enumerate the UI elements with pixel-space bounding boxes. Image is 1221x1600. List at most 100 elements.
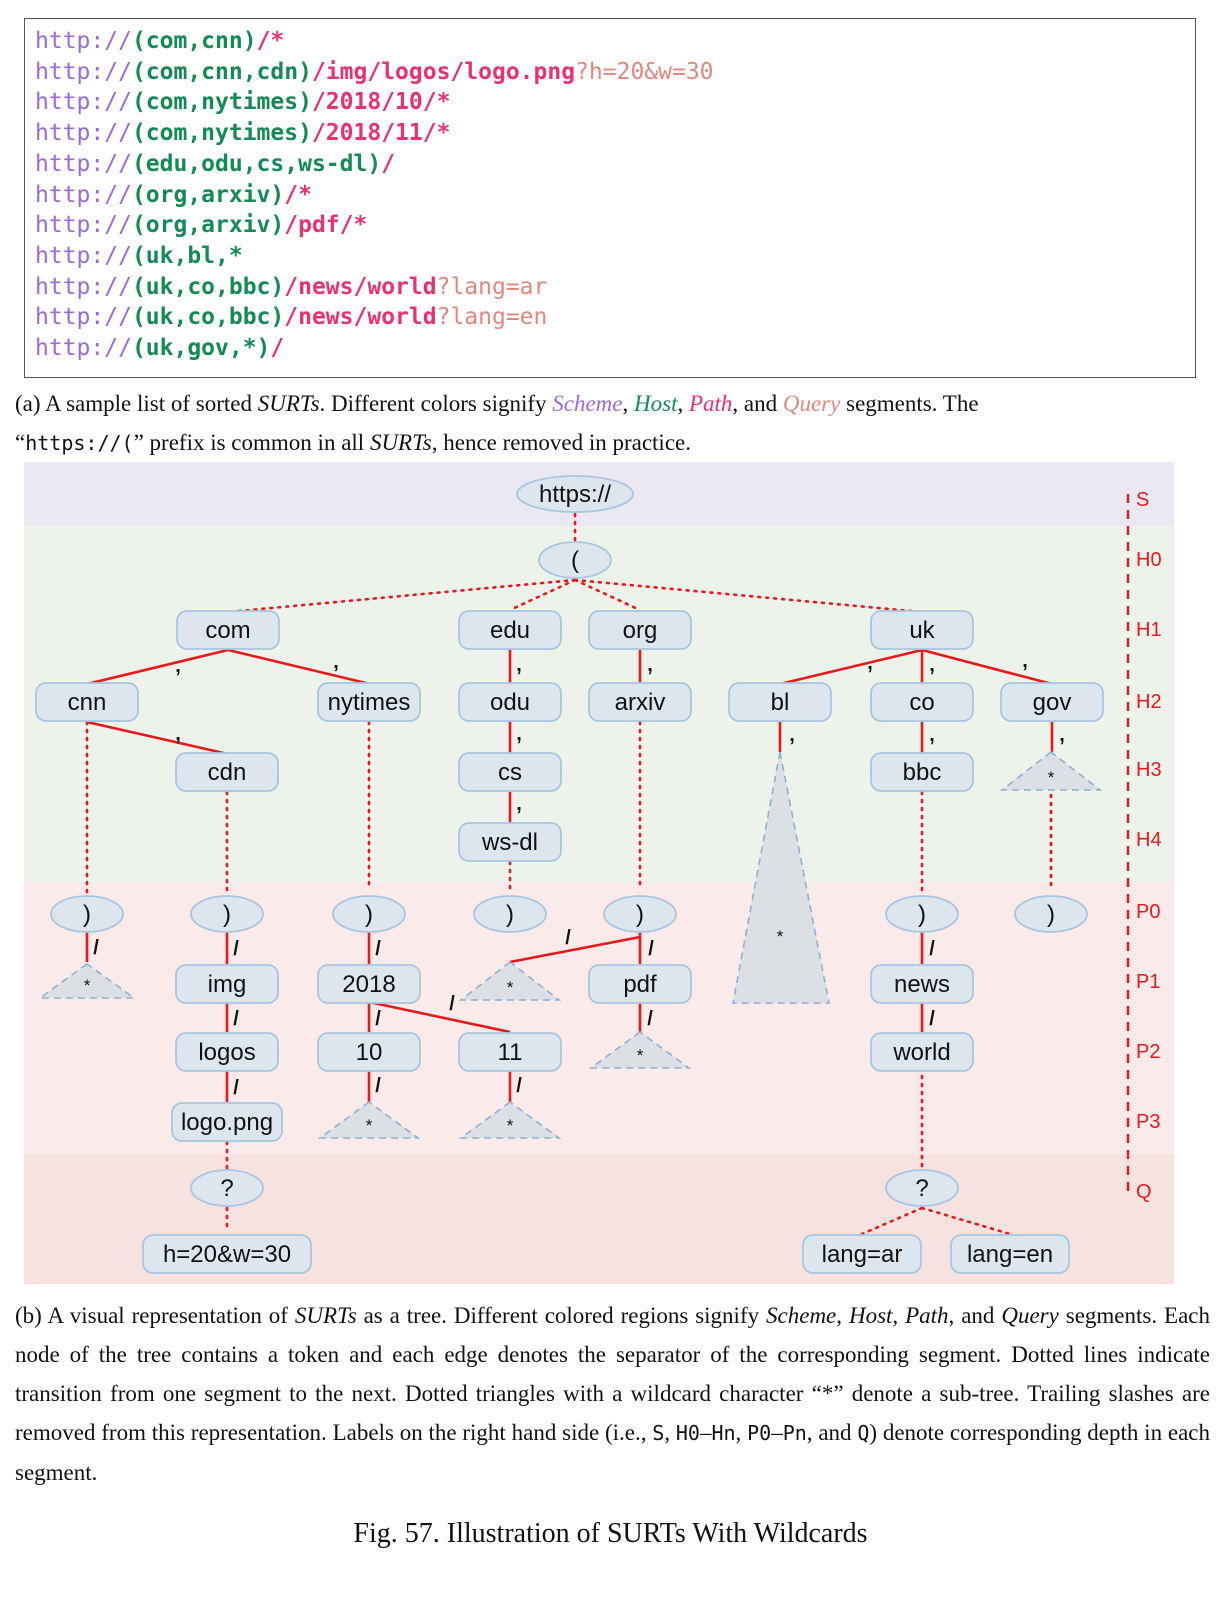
surt-segment-scheme: http://	[35, 150, 132, 177]
surt-line: http://(org,arxiv)/*	[35, 180, 312, 211]
path-logos-node	[175, 1032, 279, 1072]
surt-segment-query: ?lang=ar	[436, 273, 548, 300]
caption-b-text: , and	[806, 1420, 858, 1445]
host-bbc-node	[870, 752, 974, 792]
surt-tree-diagram: ,,,,,,,,,,,,,//////////////*******https:…	[24, 462, 1174, 1284]
host-nytimes-label: nytimes	[328, 689, 411, 716]
path-close-paren-label: )	[636, 901, 644, 928]
slash-separator: /	[648, 938, 654, 960]
caption-b-text: ,	[836, 1303, 849, 1328]
surt-line: http://(com,nytimes)/2018/11/*	[35, 118, 450, 149]
host-cdn-node	[175, 752, 279, 792]
host-uk-node	[870, 610, 974, 650]
host-gov-node	[1000, 682, 1104, 722]
caption-b-text: segments. Each node of the tree contains…	[15, 1303, 1210, 1445]
scheme-root-node	[516, 475, 634, 513]
wildcard-subtree-triangle	[317, 1101, 421, 1139]
path-close-paren-node	[603, 895, 677, 933]
caption-b-text: –	[699, 1420, 712, 1445]
host-cnn-label: cnn	[68, 689, 107, 716]
legend-path: Path	[688, 391, 733, 416]
depth-label-p1: P1	[1136, 971, 1160, 993]
host-ws-dl-label: ws-dl	[481, 829, 538, 856]
path-close-paren-label: )	[223, 901, 231, 928]
caption-b-mono: S	[652, 1421, 665, 1445]
path-news-node	[870, 964, 974, 1004]
surt-segment-scheme: http://	[35, 242, 132, 269]
path-world-node	[870, 1032, 974, 1072]
caption-b-mono: Q	[857, 1421, 870, 1445]
depth-label-s: S	[1136, 489, 1149, 511]
query-lang-en-label: lang=en	[967, 1241, 1053, 1268]
surt-segment-path: /img/logos/logo.png	[311, 58, 576, 85]
wildcard-subtree-triangle	[999, 750, 1103, 791]
path-2018-label: 2018	[342, 971, 395, 998]
edge	[779, 648, 923, 686]
caption-b-mono: Hn	[711, 1421, 736, 1445]
wildcard-subtree-triangle	[458, 1101, 562, 1139]
comma-separator: ,	[333, 651, 339, 673]
comma-separator: ,	[1059, 724, 1065, 746]
host-open-paren-label: (	[571, 547, 579, 574]
comma-separator: ,	[929, 654, 935, 676]
host-gov-label: gov	[1033, 689, 1072, 716]
path-close-paren-node	[50, 895, 124, 933]
wildcard-symbol: *	[777, 927, 784, 946]
host-uk-label: uk	[909, 617, 935, 644]
host-arxiv-label: arxiv	[615, 689, 666, 716]
surt-line: http://(edu,odu,cs,ws-dl)/	[35, 149, 395, 180]
slash-separator: /	[929, 1008, 935, 1030]
path-close-paren-node	[1014, 895, 1088, 933]
comma-separator: ,	[789, 724, 795, 746]
host-ws-dl-node	[458, 822, 562, 862]
host-odu-node	[458, 682, 562, 722]
path-11-label: 11	[498, 1039, 523, 1066]
query-question-mark-node	[885, 1169, 959, 1207]
surt-list-box: http://(com,cnn)/*http://(com,cnn,cdn)/i…	[24, 18, 1196, 378]
comma-separator: ,	[929, 724, 935, 746]
surt-segment-host: (org,arxiv)	[131, 212, 285, 239]
depth-label-p2: P2	[1136, 1041, 1160, 1063]
depth-label-q: Q	[1136, 1181, 1152, 1203]
surt-segment-path: /news/world	[284, 273, 437, 300]
wildcard-symbol: *	[637, 1046, 644, 1065]
path-img-label: img	[208, 971, 247, 998]
path-pdf-label: pdf	[623, 971, 657, 998]
comma-separator: ,	[867, 652, 873, 674]
host-co-node	[870, 682, 974, 722]
surt-segment-scheme: http://	[35, 212, 132, 239]
path-logos-label: logos	[198, 1039, 255, 1066]
path-close-paren-node	[885, 895, 959, 933]
host-bl-label: bl	[771, 689, 790, 716]
slash-separator: /	[93, 937, 99, 959]
host-odu-label: odu	[490, 689, 530, 716]
edge	[921, 648, 1053, 686]
slash-separator: /	[375, 938, 381, 960]
caption-b-mono: P0	[747, 1421, 772, 1445]
comma-separator: ,	[516, 723, 522, 745]
path-logo-png-node	[171, 1102, 283, 1142]
host-arxiv-node	[588, 682, 692, 722]
surt-line: http://(org,arxiv)/pdf/*	[35, 210, 367, 241]
edge	[227, 648, 371, 686]
query-lang-ar-label: lang=ar	[822, 1241, 903, 1268]
surt-segment-scheme: http://	[35, 304, 132, 331]
wildcard-symbol: *	[84, 976, 91, 995]
host-nytimes-node	[317, 682, 421, 722]
edge	[86, 648, 229, 686]
surt-segment-path: /2018/10/*	[311, 89, 451, 116]
depth-label-h0: H0	[1136, 549, 1162, 571]
comma-separator: ,	[516, 654, 522, 676]
host-cs-label: cs	[498, 759, 522, 786]
slash-separator: /	[233, 1008, 239, 1030]
depth-label-p3: P3	[1136, 1111, 1160, 1133]
surt-segment-scheme: http://	[35, 120, 132, 147]
path-img-node	[175, 964, 279, 1004]
caption-b-text: as a tree. Different colored regions sig…	[356, 1303, 767, 1328]
caption-b-text: , and	[948, 1303, 1002, 1328]
transition-dotted-line	[226, 578, 577, 614]
caption-a-text: . Different colors signify	[319, 391, 553, 416]
caption-a-surts: SURTs	[369, 430, 432, 455]
caption-b-text: ,	[892, 1303, 906, 1328]
caption-b: (b) A visual representation of SURTs as …	[15, 1296, 1210, 1492]
